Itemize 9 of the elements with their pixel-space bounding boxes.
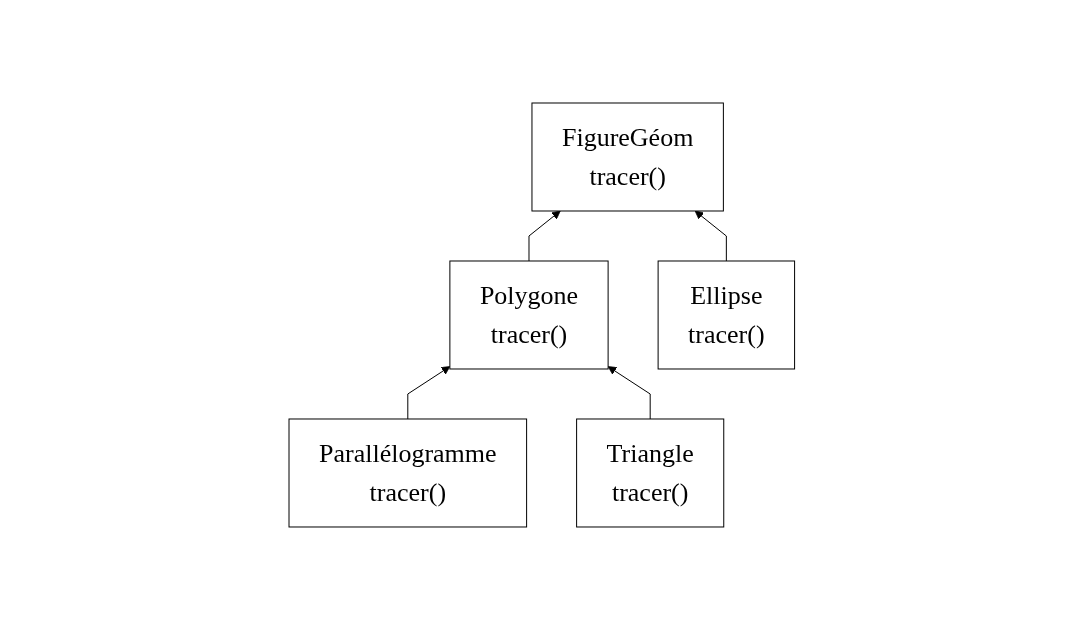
node-box: Polygone tracer()	[449, 260, 609, 369]
arrow	[528, 210, 561, 261]
node-box: FigureGéom tracer()	[531, 102, 725, 211]
arrow	[607, 365, 651, 419]
node-box: Parallélogramme tracer()	[288, 418, 528, 527]
node-box: Triangle tracer()	[576, 418, 725, 527]
arrow	[694, 210, 728, 261]
node-box: Ellipse tracer()	[657, 260, 796, 369]
arrow	[407, 365, 451, 419]
